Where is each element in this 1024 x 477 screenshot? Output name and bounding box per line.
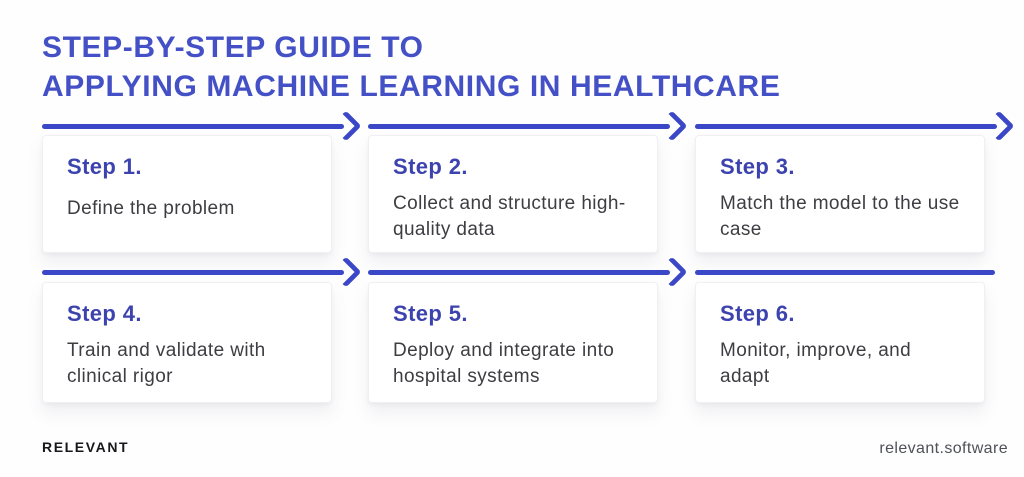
arrow-shaft bbox=[695, 123, 997, 129]
flow-arrow-icon bbox=[368, 108, 688, 144]
step-label: Step 4. bbox=[67, 301, 142, 326]
title-line-1: STEP-BY-STEP GUIDE TO bbox=[42, 31, 424, 64]
arrow-shaft bbox=[368, 269, 670, 275]
step-description: Monitor, improve, and adapt bbox=[720, 340, 912, 387]
step-description: Collect and structure high-quality data bbox=[393, 193, 626, 240]
step-card-1: Step 1. Define the problem bbox=[42, 135, 332, 253]
arrow-shaft bbox=[695, 269, 995, 275]
brand-logo: RELEVANT bbox=[42, 439, 130, 455]
step-label: Step 3. bbox=[720, 154, 795, 179]
flow-arrow-icon bbox=[695, 108, 1015, 144]
step-label: Step 2. bbox=[393, 154, 468, 179]
website-text: relevant.software bbox=[879, 440, 1008, 457]
step-description: Match the model to the use case bbox=[720, 193, 960, 240]
step-card-4: Step 4. Train and validate with clinical… bbox=[42, 282, 332, 403]
step-card-6: Step 6. Monitor, improve, and adapt bbox=[695, 282, 985, 403]
step-description: Train and validate with clinical rigor bbox=[67, 340, 266, 387]
step-description: Define the problem bbox=[67, 198, 235, 219]
arrow-head-icon bbox=[330, 110, 362, 142]
flow-arrow-icon bbox=[42, 254, 362, 290]
arrow-shaft bbox=[42, 123, 344, 129]
arrow-head-icon bbox=[656, 256, 688, 288]
step-card-5: Step 5. Deploy and integrate into hospit… bbox=[368, 282, 658, 403]
step-card-3: Step 3. Match the model to the use case bbox=[695, 135, 985, 253]
step-label: Step 6. bbox=[720, 301, 795, 326]
step-card-2: Step 2. Collect and structure high-quali… bbox=[368, 135, 658, 253]
arrow-head-icon bbox=[656, 110, 688, 142]
step-label: Step 1. bbox=[67, 154, 142, 179]
arrow-shaft bbox=[42, 269, 344, 275]
step-label: Step 5. bbox=[393, 301, 468, 326]
arrow-shaft bbox=[368, 123, 670, 129]
title-line-2: APPLYING MACHINE LEARNING IN HEALTHCARE bbox=[42, 70, 781, 103]
page-title: STEP-BY-STEP GUIDE TO APPLYING MACHINE L… bbox=[42, 28, 780, 106]
flow-arrow-icon bbox=[42, 108, 362, 144]
arrow-head-icon bbox=[330, 256, 362, 288]
flow-arrow-icon bbox=[368, 254, 688, 290]
flow-bar-icon bbox=[695, 254, 995, 290]
step-description: Deploy and integrate into hospital syste… bbox=[393, 340, 615, 387]
arrow-head-icon bbox=[983, 110, 1015, 142]
